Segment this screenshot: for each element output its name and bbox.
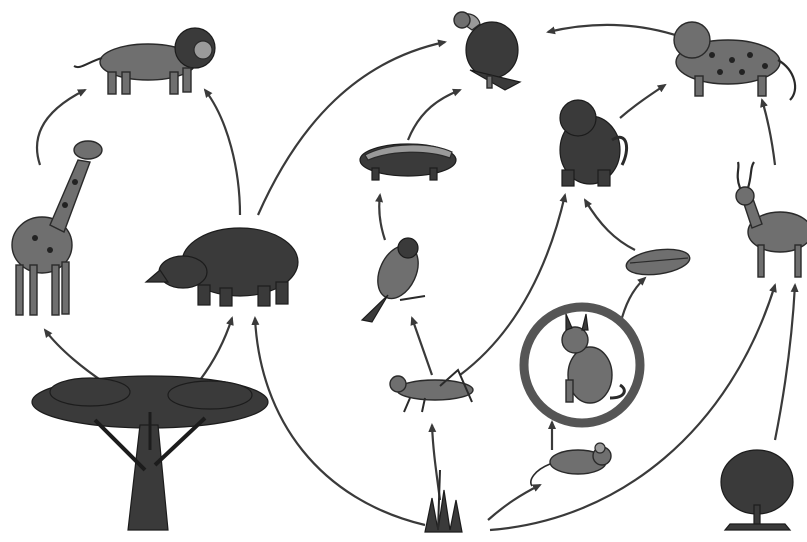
shrub-icon: [721, 450, 793, 530]
caracal-icon: [562, 314, 624, 403]
antelope-icon: [736, 162, 807, 277]
arrow-bird-to-honey-badger: [379, 195, 385, 240]
grass-icon: [425, 470, 462, 532]
arrow-rhino-to-lion: [205, 90, 240, 215]
arrow-acacia-to-giraffe: [45, 330, 108, 385]
arrow-grasshopper-to-bird: [412, 318, 432, 375]
leopard-icon: [674, 22, 795, 100]
arrow-antelope-to-leopard: [762, 100, 775, 165]
arrow-grasshopper-to-baboon: [460, 195, 565, 375]
lion-icon: [74, 28, 215, 94]
arrow-grass-to-mouse: [488, 485, 540, 520]
baboon-icon: [560, 100, 627, 186]
honey-badger-icon: [360, 144, 456, 180]
arrow-rhino-to-vulture: [258, 42, 445, 215]
acacia-tree-icon: [32, 376, 268, 530]
arrow-honey-badger-to-vulture: [408, 90, 460, 140]
bird-icon: [362, 238, 426, 322]
arrow-baboon-to-leopard: [620, 85, 665, 118]
vulture-icon: [454, 12, 520, 90]
rhinoceros-icon: [146, 228, 298, 306]
mouse-icon: [531, 443, 611, 486]
arrow-leopard-to-vulture: [548, 25, 695, 42]
giraffe-icon: [12, 141, 102, 315]
arrow-seed-pod-to-baboon: [585, 200, 635, 250]
arrow-grass-to-rhino: [255, 318, 425, 525]
arrow-shrub-to-antelope: [775, 285, 795, 440]
arrow-caracal-to-seed-pod: [620, 278, 645, 325]
grasshopper-icon: [390, 370, 473, 412]
arrow-acacia-to-rhino: [200, 318, 232, 380]
